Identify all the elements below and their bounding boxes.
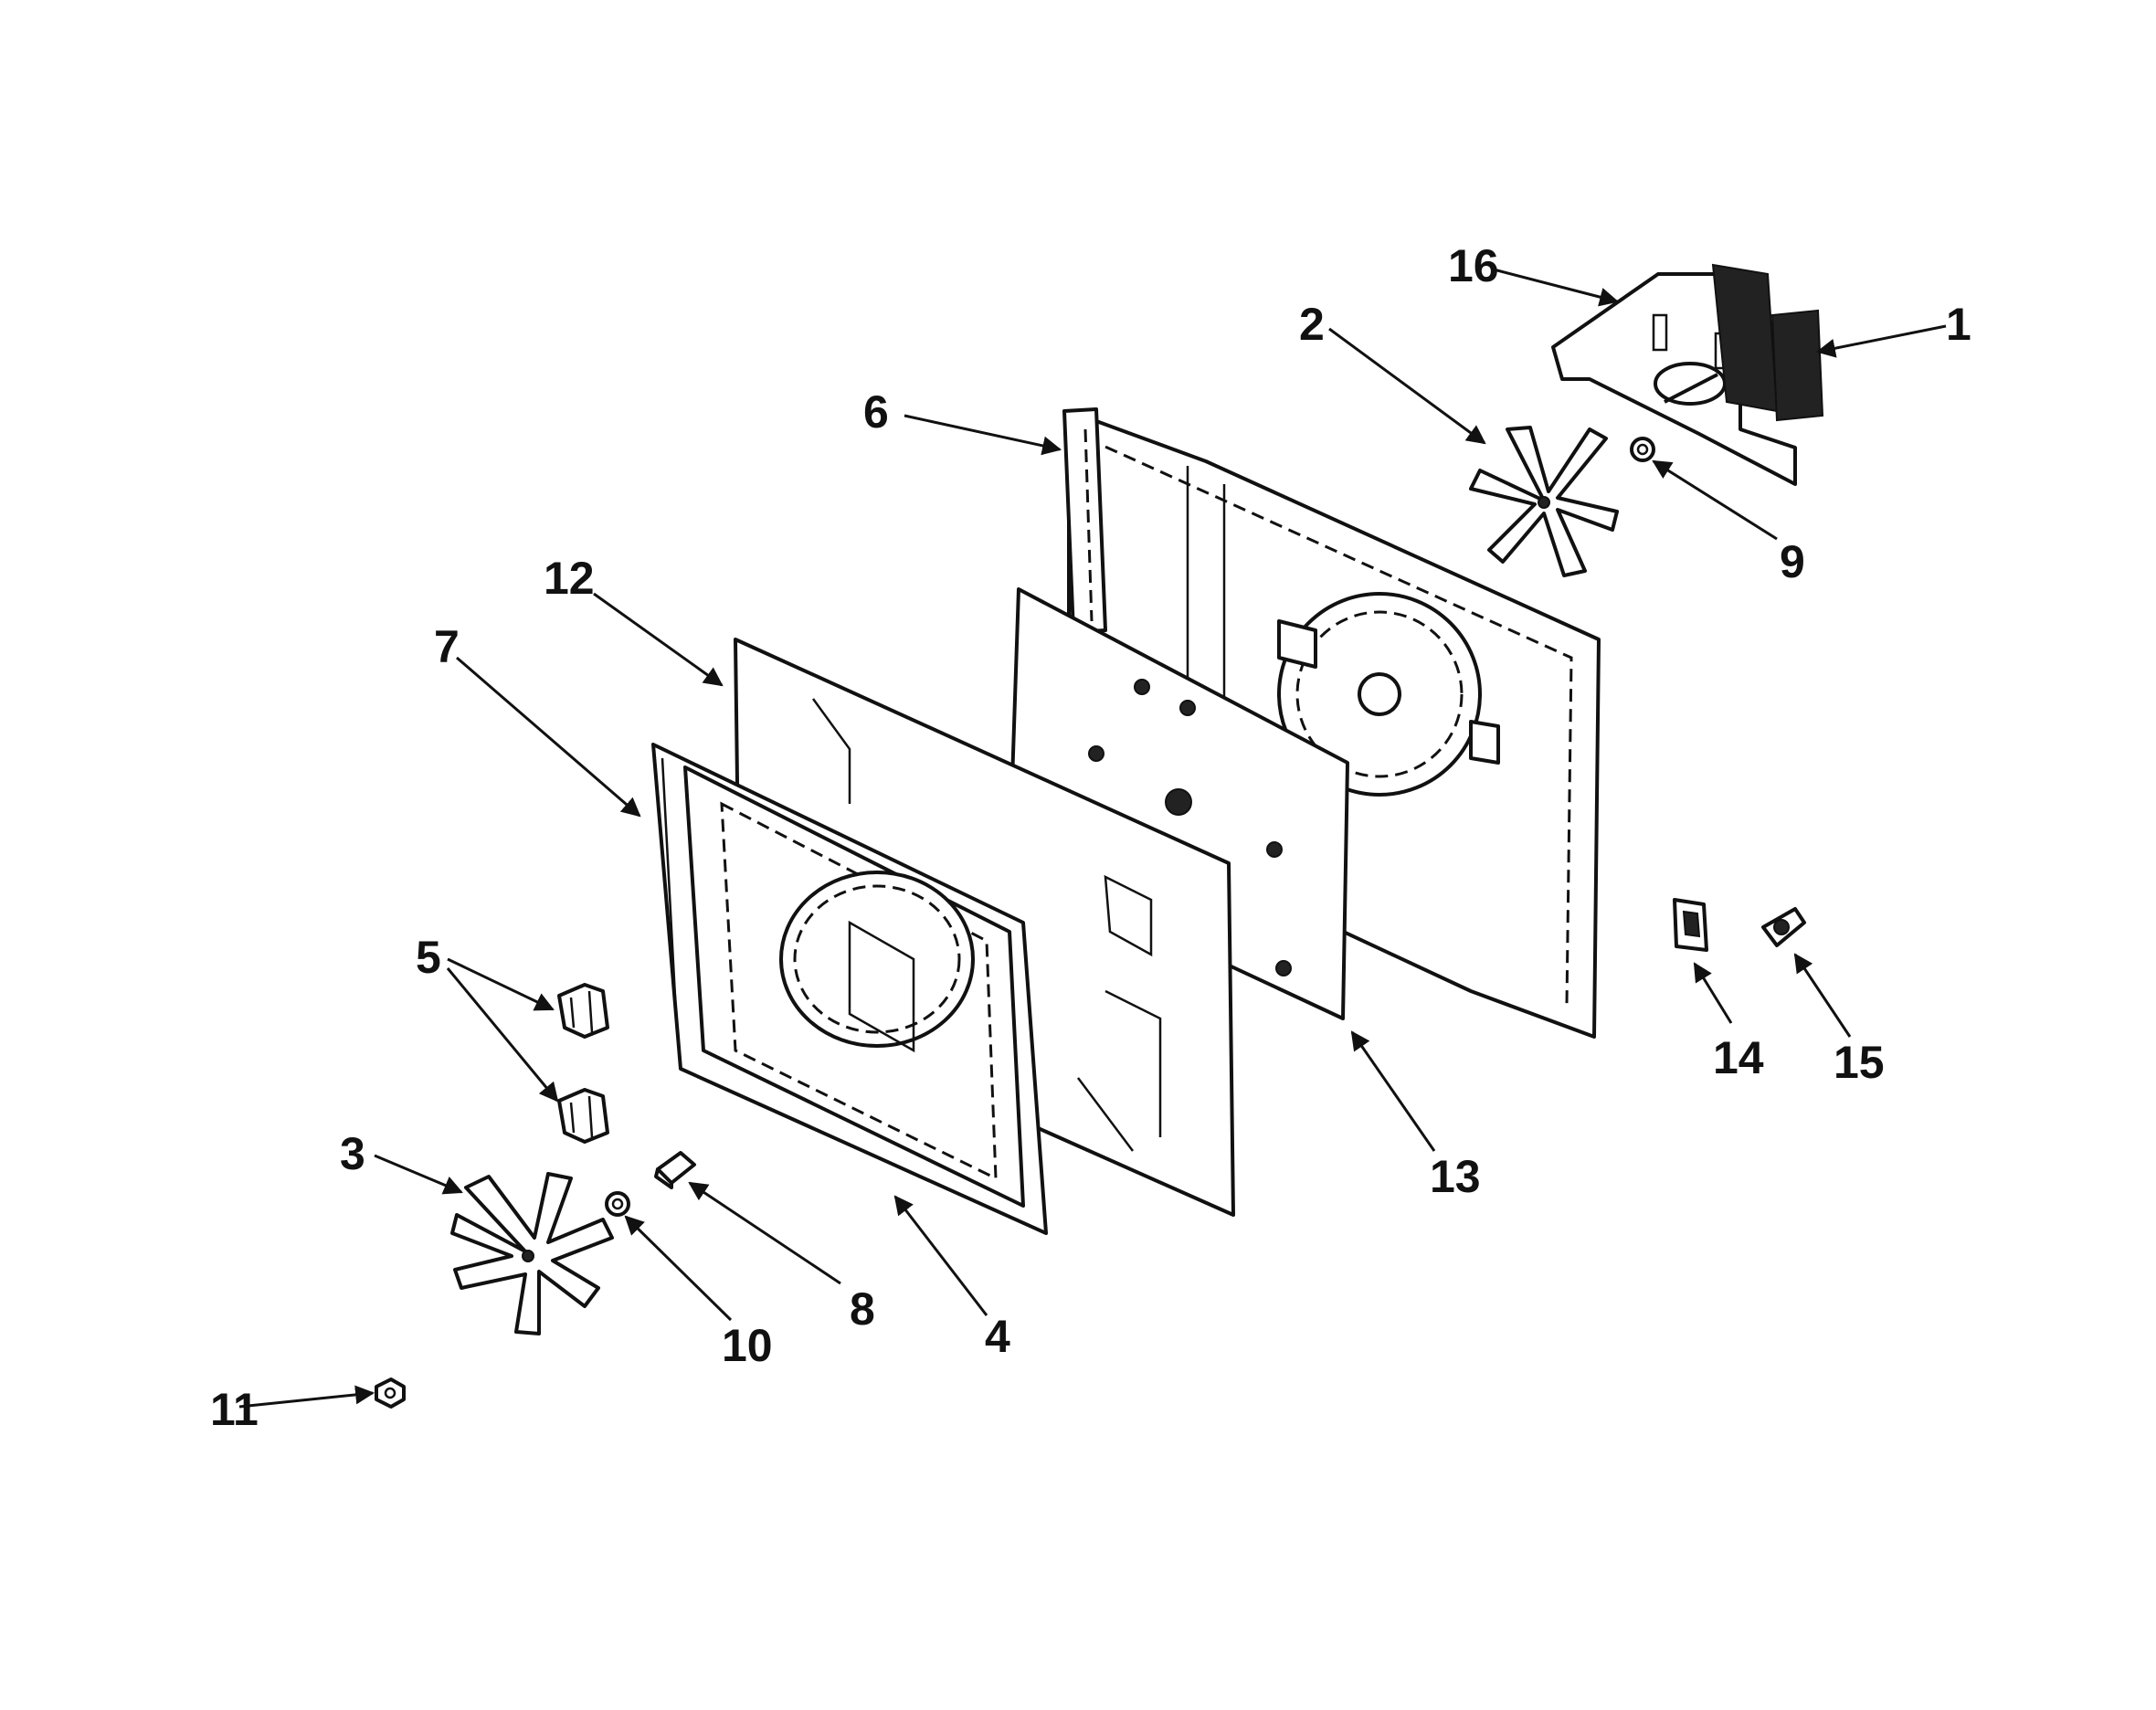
lower-washer-part xyxy=(605,1191,630,1217)
spacer-part xyxy=(654,1151,696,1189)
leader-9 xyxy=(1652,459,1778,541)
callout-13: 13 xyxy=(1430,1151,1481,1202)
callout-15: 15 xyxy=(1834,1037,1885,1088)
leader-11 xyxy=(238,1385,375,1409)
leader-14 xyxy=(1693,962,1733,1024)
leader-7 xyxy=(456,656,641,818)
callout-14: 14 xyxy=(1713,1032,1764,1083)
motor-part xyxy=(1711,263,1824,422)
callout-9: 9 xyxy=(1780,536,1805,587)
callout-16: 16 xyxy=(1448,240,1499,291)
leader-2 xyxy=(1328,327,1486,445)
leader-6 xyxy=(904,414,1062,456)
callout-12: 12 xyxy=(544,553,595,604)
callout-7: 7 xyxy=(434,621,460,672)
upper-fan-blade-part xyxy=(1469,426,1619,577)
leader-16 xyxy=(1493,268,1620,307)
leader-5a xyxy=(447,957,555,1011)
front-frame-part xyxy=(651,743,1048,1235)
upper-washer-part xyxy=(1630,437,1655,462)
thermostat-part xyxy=(1761,907,1806,947)
callout-2: 2 xyxy=(1299,299,1325,350)
nut-part xyxy=(375,1378,406,1409)
leader-lines xyxy=(238,268,1947,1409)
callout-labels: 1 2 3 4 5 6 7 8 9 10 11 12 13 14 15 16 xyxy=(210,240,1971,1435)
leader-15 xyxy=(1793,953,1852,1038)
leader-13 xyxy=(1350,1030,1436,1152)
rear-housing-part xyxy=(1067,409,1601,1039)
leader-12 xyxy=(593,592,724,687)
side-rail-part xyxy=(1062,407,1107,634)
callout-11: 11 xyxy=(210,1384,259,1435)
clip-upper-part xyxy=(557,983,609,1039)
leader-3 xyxy=(374,1154,463,1195)
callout-4: 4 xyxy=(985,1311,1010,1362)
leader-4 xyxy=(893,1195,988,1316)
leader-1 xyxy=(1815,324,1947,358)
callout-1: 1 xyxy=(1946,299,1971,350)
callout-3: 3 xyxy=(340,1128,365,1179)
terminal-block-part xyxy=(1673,898,1708,952)
leader-8 xyxy=(688,1181,841,1285)
leader-10 xyxy=(624,1215,733,1322)
lower-fan-blade-part xyxy=(450,1172,614,1335)
callout-8: 8 xyxy=(850,1283,875,1335)
clip-lower-part xyxy=(557,1088,609,1144)
callout-10: 10 xyxy=(722,1320,773,1371)
callout-6: 6 xyxy=(863,386,889,438)
leader-5b xyxy=(446,967,559,1103)
insulation-panel-part xyxy=(1008,587,1349,1020)
callout-5: 5 xyxy=(416,932,441,983)
